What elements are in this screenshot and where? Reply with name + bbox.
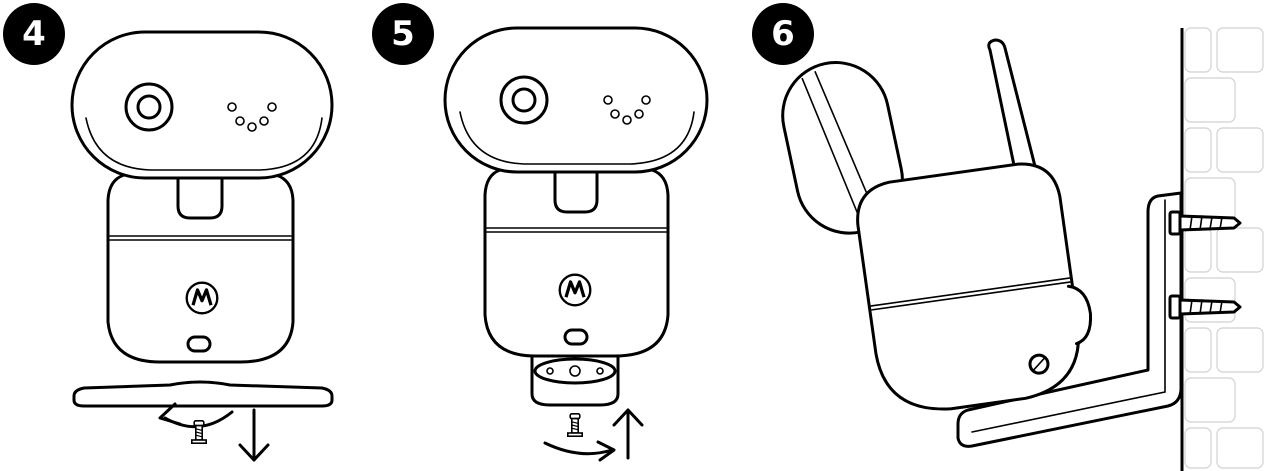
step-6-badge: 6 bbox=[752, 3, 814, 65]
step-5-illustration bbox=[443, 26, 709, 462]
wall-screw-icon bbox=[1168, 210, 1242, 236]
microphone-holes-icon bbox=[603, 95, 651, 125]
motorola-logo bbox=[558, 273, 592, 307]
screw-icon bbox=[191, 420, 207, 444]
screw-icon bbox=[567, 413, 583, 437]
step-4-illustration bbox=[70, 30, 334, 462]
step-6-illustration bbox=[781, 27, 1264, 471]
step-4-badge: 4 bbox=[3, 3, 65, 65]
brick-wall bbox=[1184, 27, 1264, 469]
microphone-holes-icon bbox=[227, 102, 277, 132]
motorola-logo bbox=[185, 281, 219, 315]
step-5-badge: 5 bbox=[372, 3, 434, 65]
wall-screw-icon bbox=[1168, 294, 1242, 320]
